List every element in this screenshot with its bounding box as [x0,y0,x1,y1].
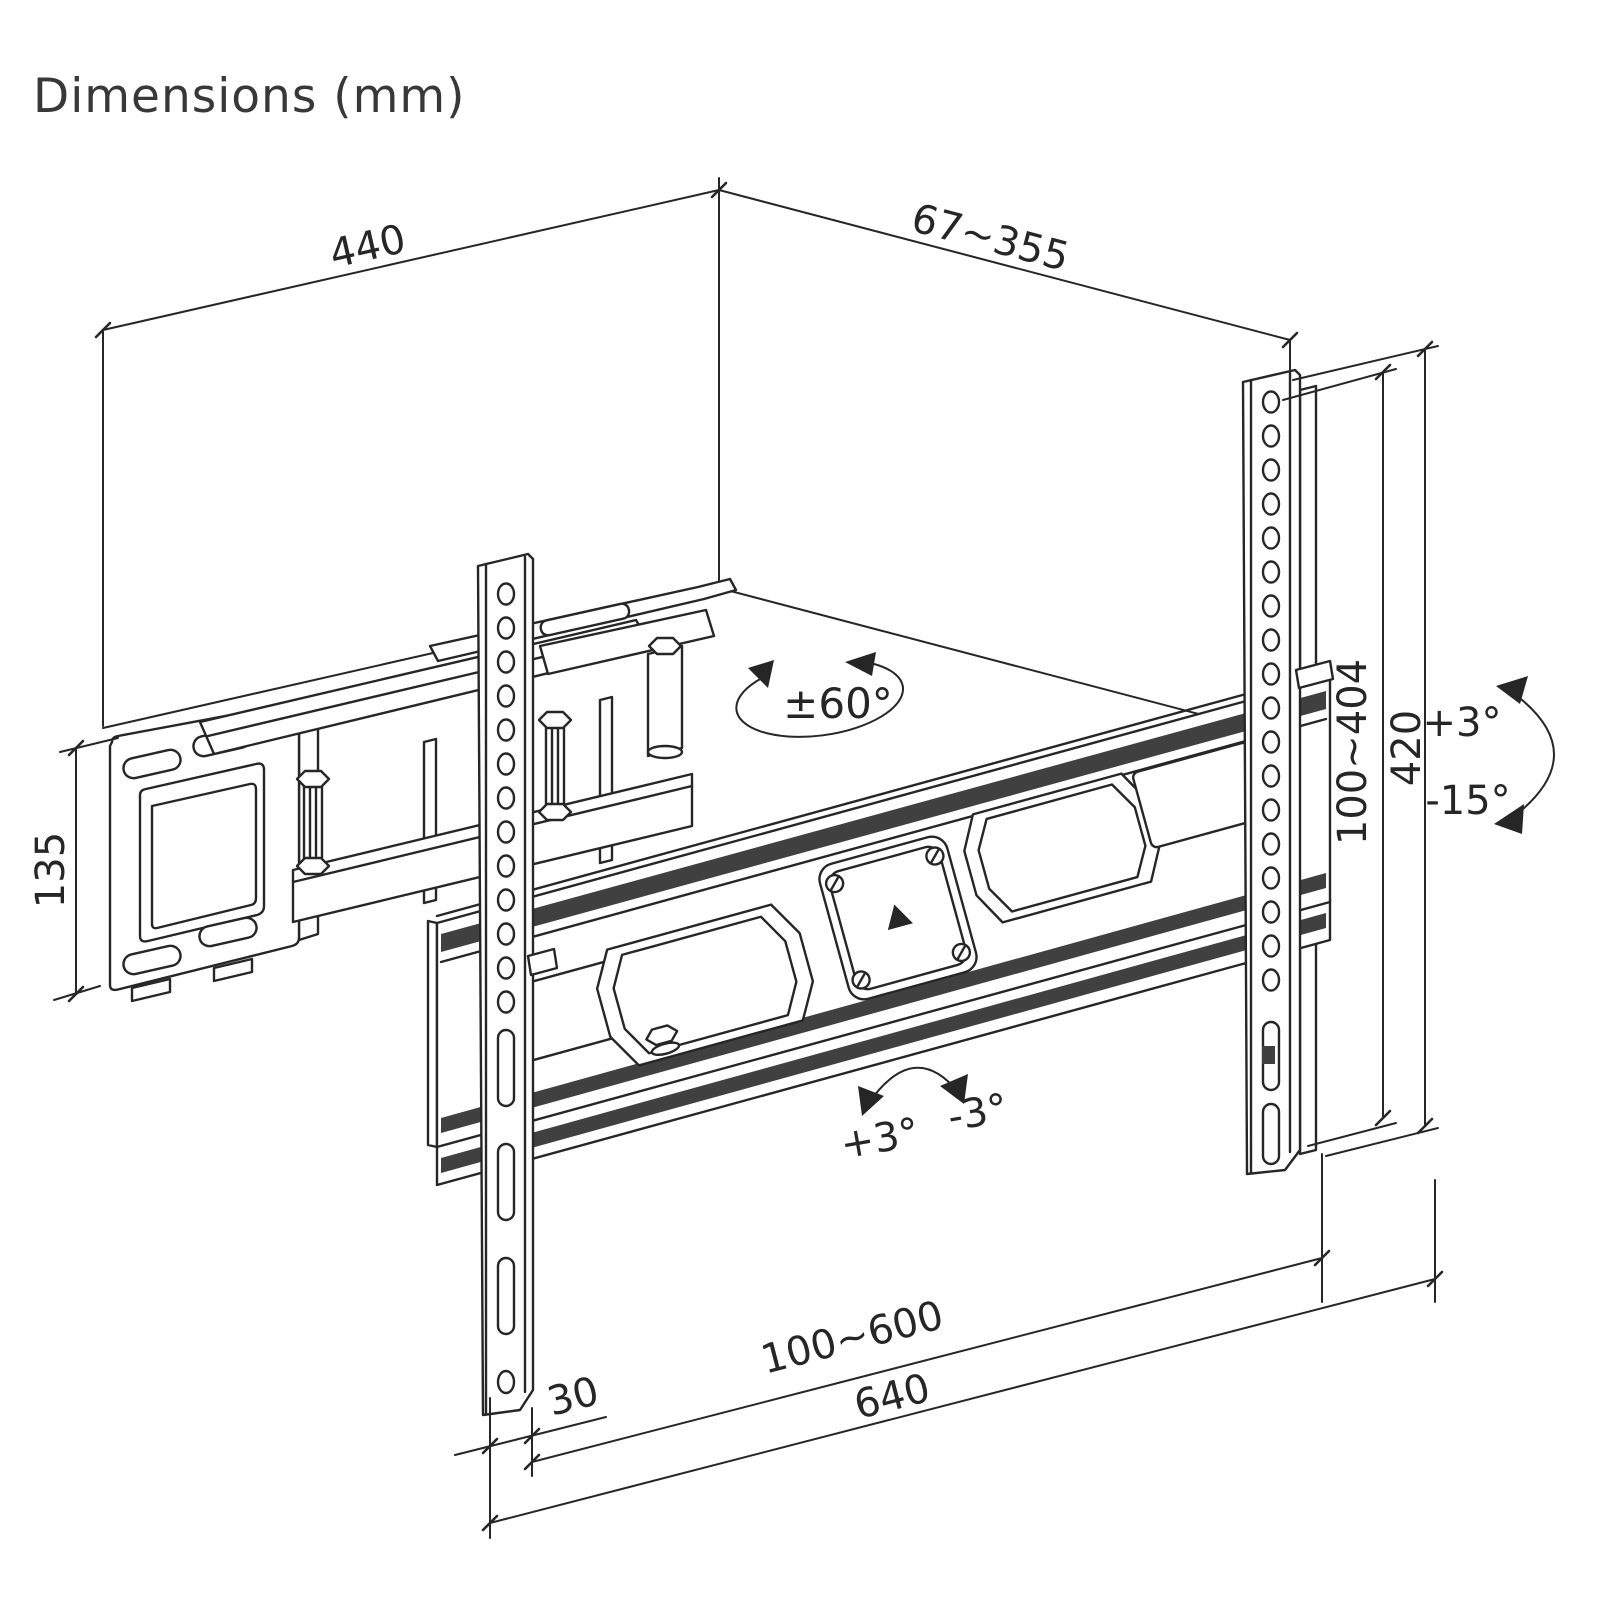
rail-slot [496,1028,516,1108]
plate-opening [138,762,266,943]
wall-plate [108,702,320,1003]
tilt-annotation: +3° -15° [1423,676,1555,834]
plate-slot [122,748,182,780]
page-title: Dimensions (mm) [33,69,466,124]
dim-bracket-height: 420 [1384,710,1430,786]
bracket-slot [539,602,631,637]
plate-slot [198,916,258,948]
fore-arm [538,608,716,676]
pivot-bolt [537,710,573,822]
level-right-label: -3° [944,1085,1011,1141]
tv-bracket-beam [426,384,1332,1187]
up-arrow-icon [887,904,913,931]
arrow-icon [1496,676,1528,704]
arrow-icon [748,660,774,688]
pivot-bolt [295,769,331,876]
elbow-bolt [647,636,683,656]
wall-guide-lines [102,177,1291,739]
angle-annotations: ±60° +3° -15° +3° -3° [735,652,1555,1169]
rail-hook [1294,659,1335,690]
plate-foot [212,957,254,983]
beam-cutout-octagon-right [963,772,1161,924]
dim-wall-plate-height: 135 [28,832,74,908]
dim-wall-plate-width: 440 [325,216,410,278]
tilt-down-label: -15° [1425,778,1510,824]
rail-hook [526,947,559,977]
rail-slot [496,1256,516,1336]
dim-extension-depth: 67~355 [907,195,1074,281]
arrow-icon [858,1086,884,1116]
beam-center-plate [818,835,978,1001]
dim-rail-width: 30 [543,1368,604,1425]
swivel-annotation: ±60° [735,652,904,738]
level-left-label: +3° [837,1110,923,1169]
rail-fixing-screw [1262,1046,1275,1064]
rail-slot [496,1142,516,1222]
plate-slot [122,944,182,976]
level-adjust-annotation: +3° -3° [837,1066,1011,1169]
left-vesa-rail [476,552,559,1417]
beam-cutout-octagon-left [595,903,815,1067]
dim-bracket-width: 640 [850,1365,935,1429]
plate-foot [130,977,172,1003]
swivel-range-label: ±60° [783,679,893,728]
inner-bolt [645,1024,679,1047]
rail-slot [1261,1102,1281,1166]
right-vesa-rail [1241,368,1335,1176]
elbow-post [646,644,684,758]
arrow-icon [845,652,876,676]
dim-vesa-height-range: 100~404 [1330,659,1376,845]
arrow-icon [940,1074,968,1104]
arrow-icon [1494,804,1524,834]
tilt-up-label: +3° [1423,700,1502,746]
